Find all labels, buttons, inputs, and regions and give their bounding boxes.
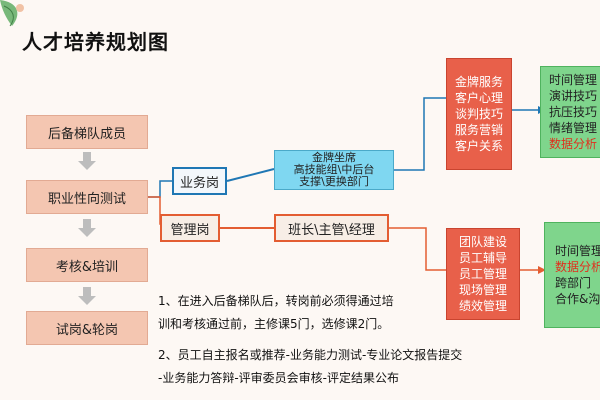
node-business-courses: 时间管理 演讲技巧 抗压技巧 情绪管理 数据分析 — [540, 66, 600, 158]
note-line: 2、员工自主报名或推荐-业务能力测试-专业论文报告提交 — [158, 348, 463, 362]
node-management-courses: 时间管理 数据分析 跨部门 合作&沟 — [544, 222, 600, 328]
node-management-post: 管理岗 — [160, 214, 220, 242]
node-management-step: 班长\主管\经理 — [274, 214, 389, 242]
down-arrow-icon — [78, 152, 96, 170]
page-title: 人才培养规划图 — [22, 30, 169, 54]
node-business-post: 业务岗 — [172, 167, 227, 195]
node-business-step: 金牌坐席 高技能组\中后台 支撑\更换部门 — [274, 150, 394, 190]
node-assessment-training: 考核&培训 — [26, 248, 148, 282]
note-line: -业务能力答辩-评审委员会审核-评定结果公布 — [158, 371, 399, 385]
node-trial-rotation: 试岗&轮岗 — [26, 311, 148, 345]
note-line: 1、在进入后备梯队后，转岗前必须得通过培 — [158, 294, 394, 308]
note-line: 训和考核通过前，主修课5门，选修课2门。 — [158, 317, 390, 331]
leaf-decoration-icon — [0, 0, 24, 27]
down-arrow-icon — [78, 219, 96, 237]
node-career-test: 职业性向测试 — [26, 180, 148, 214]
node-management-skills: 团队建设 员工辅导 员工管理 现场管理 绩效管理 — [446, 228, 520, 320]
down-arrow-icon — [78, 287, 96, 305]
node-reserve-members: 后备梯队成员 — [26, 115, 148, 149]
node-business-skills: 金牌服务 客户心理 谈判技巧 服务营销 客户关系 — [446, 58, 512, 170]
